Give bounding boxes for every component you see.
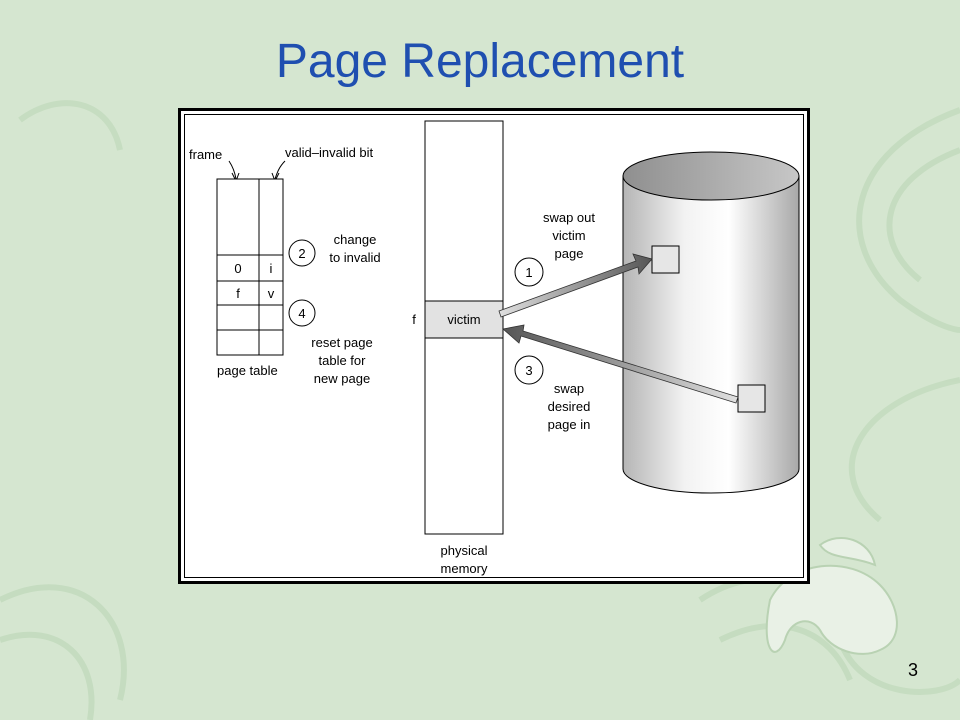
diagram-frame: frame valid–invalid bit 0 i f v page tab… [178,108,810,584]
step-2-circle [288,239,316,267]
disk-cylinder [622,151,800,494]
step-1: 1 swap out victim page [514,210,595,287]
disk-body [622,175,800,494]
page-replacement-diagram: frame valid–invalid bit 0 i f v page tab… [189,120,800,576]
victim-page-on-disk [651,245,680,274]
page-table-label: page table [217,363,278,378]
page-table-box [216,178,284,356]
physical-memory-label-line: physical [441,543,488,558]
step-3-text-line: page in [548,417,591,432]
step-1-circle [514,257,544,287]
disk-top [622,151,800,201]
step-1-text-line: swap out [543,210,595,225]
step-2-text-line: to invalid [329,250,380,265]
step-4-number: 4 [298,306,305,321]
step-1-number: 1 [525,265,532,280]
page-table-frame-cell: 0 [234,261,241,276]
bit-pointer-arrow [274,160,286,180]
victim-frame [424,300,504,339]
step-3-number: 3 [525,363,532,378]
slide-number: 3 [907,660,918,680]
step-2: 2 change to invalid [288,232,381,267]
frame-label: frame [189,147,222,162]
step-3-text-line: swap [554,381,584,396]
step-1-text-line: victim [552,228,585,243]
step-2-number: 2 [298,246,305,261]
step-4: 4 reset page table for new page [288,299,373,386]
step-3-circle [514,355,544,385]
swap-in-arrow [502,324,739,404]
frame-pointer-arrow [228,160,237,180]
physical-memory: victim f physical memory [412,120,504,576]
desired-page-on-disk [737,384,766,413]
swap-out-arrow [498,253,653,318]
page-table-frame-cell: f [236,286,240,301]
page-table-bit-cell: v [268,286,275,301]
frame-marker: f [412,312,416,327]
step-2-text-line: change [334,232,377,247]
valid-invalid-bit-label: valid–invalid bit [285,145,374,160]
step-4-text-line: table for [319,353,367,368]
step-3-text-line: desired [548,399,591,414]
step-3: 3 swap desired page in [514,355,591,432]
slide-title: Page Replacement [275,35,685,88]
step-4-circle [288,299,316,327]
step-1-text-line: page [555,246,584,261]
victim-label: victim [447,312,480,327]
step-4-text-line: new page [314,371,370,386]
page-table-bit-cell: i [270,261,273,276]
physical-memory-label-line: memory [441,561,488,576]
page-table: frame valid–invalid bit 0 i f v page tab… [189,145,374,378]
step-4-text-line: reset page [311,335,372,350]
